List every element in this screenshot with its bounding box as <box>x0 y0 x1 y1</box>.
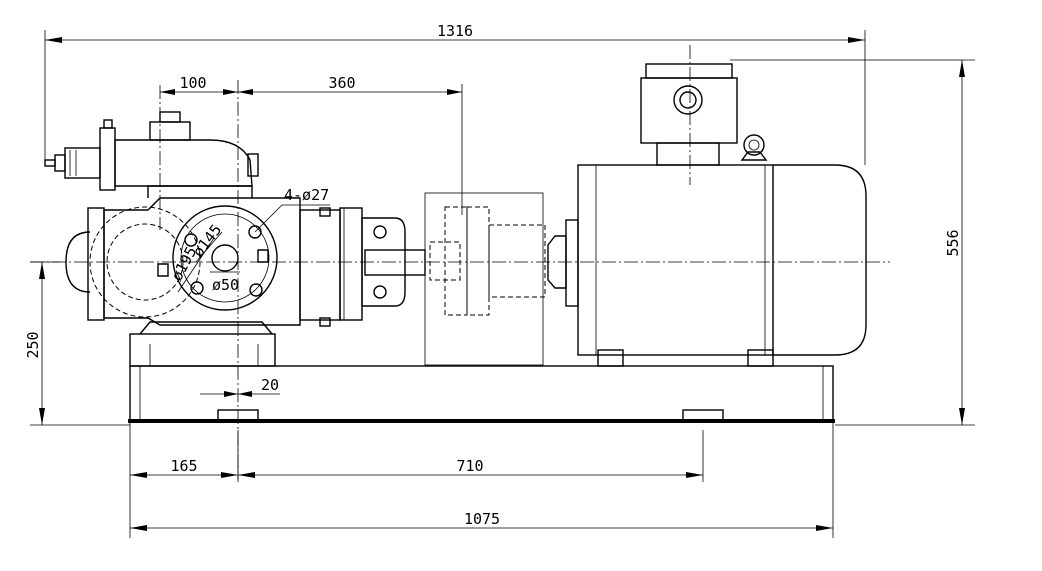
coupling <box>424 192 546 366</box>
dim-base-offset: 20 <box>261 376 279 394</box>
dim-overall-height: 556 <box>944 229 962 256</box>
dimensions: 1316 100 360 556 250 20 <box>24 22 975 538</box>
dim-base-length: 1075 <box>464 510 500 528</box>
flange-callouts: 4-ø27 ø195 ø145 ø50 <box>168 186 330 294</box>
flange-bore: ø50 <box>212 276 239 294</box>
motor <box>547 63 867 367</box>
seal-housing <box>361 217 426 307</box>
pump-body <box>65 185 363 367</box>
dim-outlet-offset: 360 <box>328 74 355 92</box>
relief-valve <box>44 111 259 191</box>
dim-inlet-offset: 100 <box>179 74 206 92</box>
dim-shaft-height: 250 <box>24 331 42 358</box>
dim-anchor-spacing: 710 <box>456 457 483 475</box>
base-plate <box>128 365 835 423</box>
flange-bolt-holes: 4-ø27 <box>284 186 329 204</box>
dim-overall-length: 1316 <box>437 22 473 40</box>
dim-anchor-left: 165 <box>170 457 197 475</box>
